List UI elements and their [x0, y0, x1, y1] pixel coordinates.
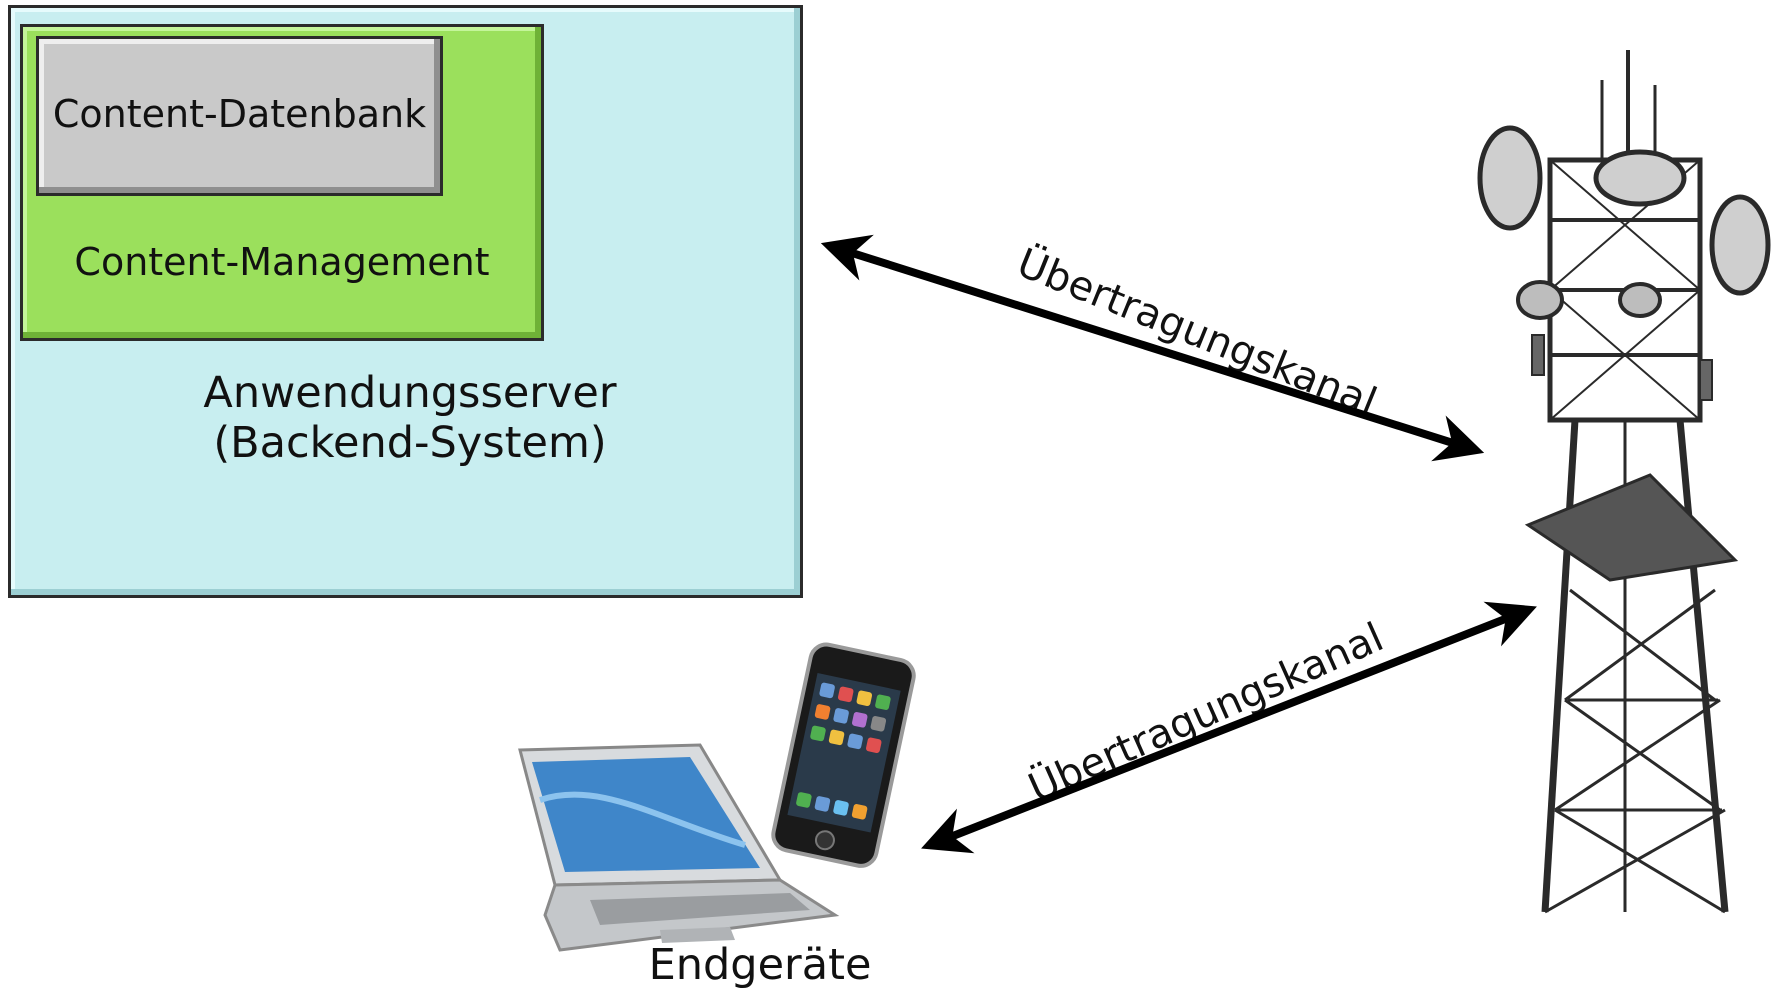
- channel-arrow-top: [820, 234, 1485, 462]
- channel-arrow-bottom: [921, 601, 1537, 854]
- content-database-box: [36, 36, 443, 196]
- server-label-line1: Anwendungsserver: [203, 368, 617, 418]
- server-label-line2: (Backend-System): [213, 418, 607, 468]
- content-database-label: Content-Datenbank: [52, 92, 427, 136]
- devices-label: Endgeräte: [648, 940, 872, 990]
- radio-tower-icon: [1477, 50, 1771, 914]
- content-management-label: Content-Management: [74, 240, 490, 284]
- laptop-icon: [518, 743, 840, 952]
- smartphone-icon: [771, 642, 916, 868]
